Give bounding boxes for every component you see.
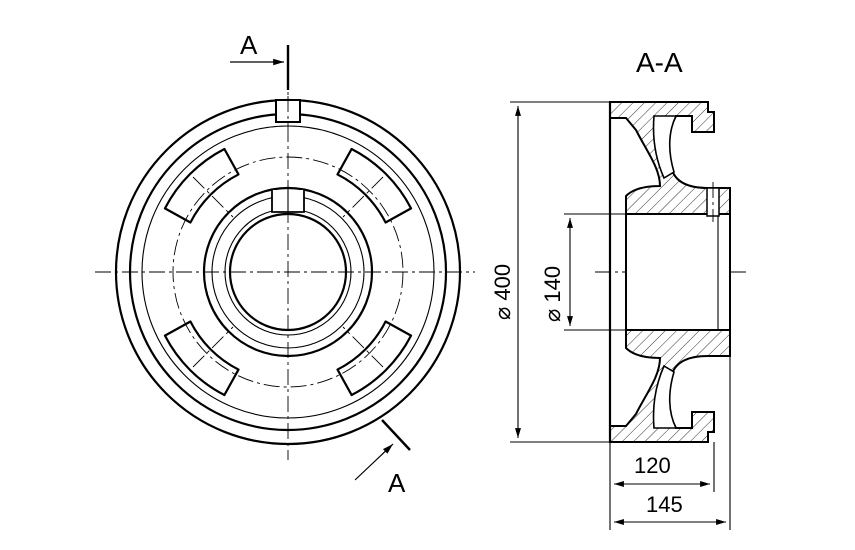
section-cut-line-bottom: [381, 419, 411, 451]
section-view: A-A ⌀ 400 ⌀ 140 120: [490, 47, 750, 530]
dim-text-145: 145: [646, 492, 683, 517]
lower-web-gap: [652, 364, 678, 429]
bore-region: [625, 213, 731, 331]
dim-text-400: ⌀ 400: [490, 264, 515, 320]
section-marker-top: A: [240, 30, 258, 60]
slot-upper-right: [336, 147, 413, 224]
lightening-slots: [163, 147, 413, 397]
dim-text-120: 120: [634, 453, 671, 478]
upper-web-gap: [652, 115, 678, 180]
bolt-pitch-circle: [172, 156, 404, 388]
section-arrow-bottom: [354, 443, 394, 481]
slot-upper-left: [163, 147, 240, 224]
section-marker-bottom: A: [388, 468, 406, 498]
front-view: A A: [95, 30, 475, 498]
dim-text-140: ⌀ 140: [540, 266, 565, 322]
slot-lower-right: [336, 320, 413, 397]
section-title: A-A: [636, 47, 683, 78]
slot-lower-left: [163, 320, 240, 397]
